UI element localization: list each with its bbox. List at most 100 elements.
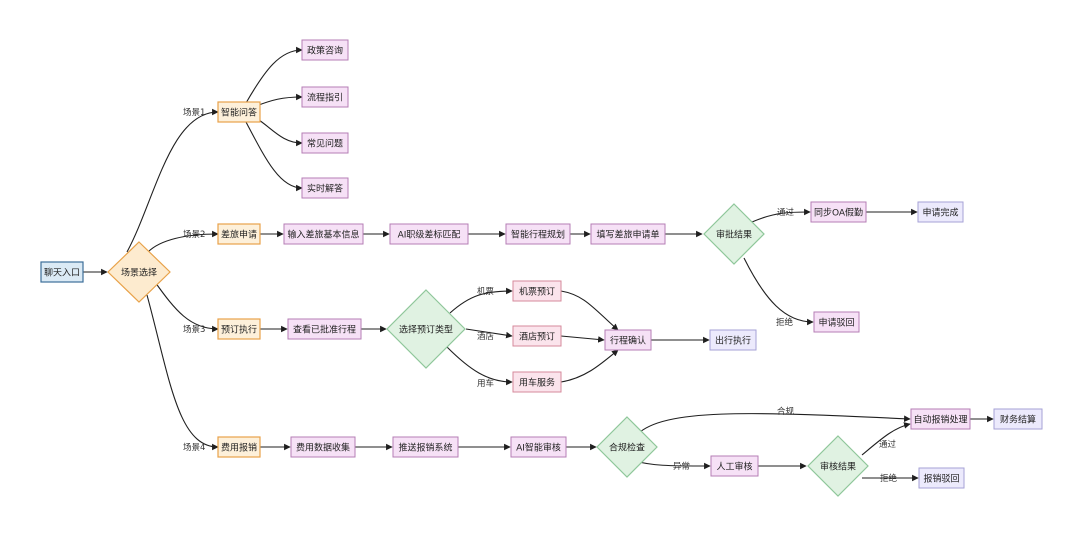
svg-text:合规检查: 合规检查 <box>609 442 645 454</box>
edge-label-car: 用车 <box>477 378 494 389</box>
node-depart: 出行执行 <box>709 329 757 351</box>
svg-text:流程指引: 流程指引 <box>307 92 343 104</box>
edge-label-scene2: 场景2 <box>183 230 205 240</box>
node-faq: 常见问题 <box>301 132 349 154</box>
svg-text:查看已批准行程: 查看已批准行程 <box>293 324 356 336</box>
svg-text:聊天入口: 聊天入口 <box>44 267 80 279</box>
edge-label-compliant: 合规 <box>777 406 795 417</box>
node-scene-select: 场景选择 <box>107 241 171 303</box>
node-fill-form: 填写差旅申请单 <box>590 223 666 245</box>
edge-label-reject2: 拒绝 <box>880 473 898 484</box>
node-apply-done: 申请完成 <box>917 201 964 223</box>
svg-text:预订执行: 预订执行 <box>221 324 257 336</box>
svg-text:财务结算: 财务结算 <box>1000 414 1036 426</box>
node-manual-review: 人工审核 <box>710 455 759 477</box>
svg-text:审核结果: 审核结果 <box>820 461 856 473</box>
edge-check-compliant <box>639 413 911 433</box>
node-ai-match: AI职级差标匹配 <box>389 223 469 245</box>
node-smart-plan: 智能行程规划 <box>505 223 571 245</box>
svg-text:用车服务: 用车服务 <box>519 377 555 389</box>
edge-scene4 <box>146 294 219 451</box>
node-push-system: 推送报销系统 <box>392 436 459 458</box>
node-smart-qa: 智能问答 <box>217 101 261 123</box>
node-realtime-answer: 实时解答 <box>301 177 349 199</box>
edge-labels: 场景1 场景2 场景3 场景4 通过 拒绝 机票 酒店 用车 合规 异常 通过 … <box>183 108 898 484</box>
edge-scene1 <box>126 108 219 253</box>
node-hotel-booking: 酒店预订 <box>512 325 562 347</box>
edge-qa-faq <box>255 117 303 147</box>
svg-text:填写差旅申请单: 填写差旅申请单 <box>596 229 659 241</box>
svg-text:实时解答: 实时解答 <box>307 183 343 195</box>
svg-text:智能行程规划: 智能行程规划 <box>511 229 565 241</box>
edges <box>83 46 994 482</box>
edge-hotel-confirm <box>560 335 605 343</box>
node-trip-confirm: 行程确认 <box>604 329 652 351</box>
edge-label-scene3: 场景3 <box>183 325 205 335</box>
edge-car-confirm <box>560 349 619 383</box>
svg-text:报销驳回: 报销驳回 <box>923 473 959 485</box>
edge-select-hotel <box>465 328 513 339</box>
node-input-info: 输入差旅基本信息 <box>283 223 364 245</box>
edge-label-reject: 拒绝 <box>776 317 794 328</box>
edge-qa-policy <box>245 46 303 104</box>
node-ai-review: AI智能审核 <box>510 436 567 458</box>
edge-qa-guide <box>255 93 303 107</box>
nodes: 聊天入口 场景选择 智能问答 政策咨询 流程指引 常见问题 实时解答 <box>40 39 1043 497</box>
edge-scene3 <box>154 281 219 333</box>
node-review-result: 审核结果 <box>807 435 869 497</box>
svg-text:费用报销: 费用报销 <box>221 442 257 454</box>
edge-label-flight: 机票 <box>477 286 495 297</box>
edge-label-pass2: 通过 <box>879 439 897 450</box>
node-flight-booking: 机票预订 <box>512 280 562 302</box>
node-car-service: 用车服务 <box>512 371 562 393</box>
svg-text:智能问答: 智能问答 <box>221 107 257 119</box>
edge-select-car <box>446 346 513 386</box>
svg-text:申请完成: 申请完成 <box>922 207 958 219</box>
svg-text:场景选择: 场景选择 <box>121 267 157 279</box>
svg-text:AI智能审核: AI智能审核 <box>516 442 561 454</box>
node-apply-reject: 申请驳回 <box>813 311 860 333</box>
svg-text:推送报销系统: 推送报销系统 <box>398 442 452 454</box>
svg-text:同步OA假勤: 同步OA假勤 <box>814 207 863 219</box>
node-expense-reject: 报销驳回 <box>918 467 965 489</box>
svg-text:输入差旅基本信息: 输入差旅基本信息 <box>287 229 359 241</box>
node-expense: 费用报销 <box>217 436 261 458</box>
svg-text:行程确认: 行程确认 <box>610 335 646 347</box>
svg-text:差旅申请: 差旅申请 <box>221 229 257 241</box>
node-approval-result: 审批结果 <box>703 203 765 265</box>
edge-label-pass: 通过 <box>777 207 795 218</box>
edge-qa-realtime <box>245 121 303 192</box>
edge-approval-pass <box>751 208 811 223</box>
edge-label-scene4: 场景4 <box>183 443 205 453</box>
node-view-trips: 查看已批准行程 <box>287 318 362 340</box>
svg-text:审批结果: 审批结果 <box>716 229 752 241</box>
edge-flight-confirm <box>560 290 619 331</box>
svg-text:AI职级差标匹配: AI职级差标匹配 <box>398 229 461 241</box>
node-finance-settle: 财务结算 <box>993 408 1043 430</box>
node-sync-oa: 同步OA假勤 <box>810 201 867 223</box>
node-auto-process: 自动报销处理 <box>910 408 971 430</box>
node-policy-consult: 政策咨询 <box>301 39 349 61</box>
svg-text:出行执行: 出行执行 <box>715 335 751 347</box>
edge-scene2 <box>147 230 219 253</box>
node-chat-entry: 聊天入口 <box>40 261 84 283</box>
node-select-type: 选择预订类型 <box>386 289 466 369</box>
edge-label-hotel: 酒店 <box>477 331 495 342</box>
node-travel-apply: 差旅申请 <box>217 223 261 245</box>
svg-text:申请驳回: 申请驳回 <box>818 317 854 329</box>
node-compliance-check: 合规检查 <box>596 416 658 478</box>
svg-text:选择预订类型: 选择预订类型 <box>399 324 453 336</box>
node-process-guide: 流程指引 <box>301 86 349 108</box>
svg-text:酒店预订: 酒店预订 <box>519 331 555 343</box>
edge-label-scene1: 场景1 <box>183 108 205 118</box>
svg-text:费用数据收集: 费用数据收集 <box>296 442 350 454</box>
svg-text:常见问题: 常见问题 <box>307 138 343 150</box>
edge-approval-reject <box>743 257 814 326</box>
edge-select-flight <box>449 287 513 314</box>
svg-text:人工审核: 人工审核 <box>716 461 752 473</box>
svg-text:自动报销处理: 自动报销处理 <box>913 414 967 426</box>
edge-label-abnormal: 异常 <box>673 461 690 472</box>
node-booking: 预订执行 <box>217 318 261 340</box>
node-collect-data: 费用数据收集 <box>290 436 356 458</box>
